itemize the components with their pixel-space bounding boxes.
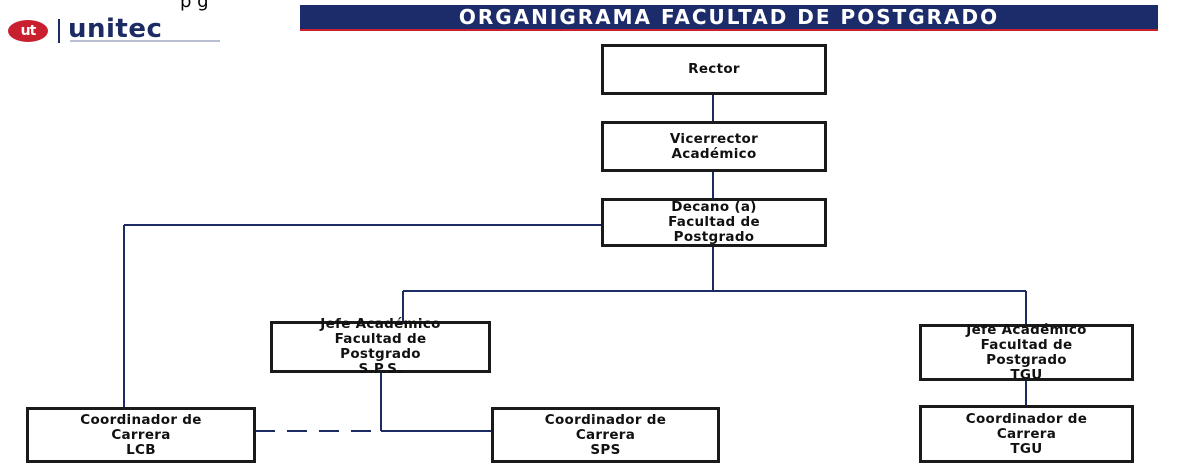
- node-coordinador-lcb: Coordinador de Carrera LCB: [26, 407, 256, 463]
- logo-tagline-strip: [70, 40, 220, 42]
- node-coordinador-sps: Coordinador de Carrera SPS: [491, 407, 720, 463]
- logo-separator: [58, 19, 60, 43]
- page-title: ORGANIGRAMA FACULTAD DE POSTGRADO: [300, 5, 1158, 31]
- node-vicerrector: Vicerrector Académico: [601, 121, 827, 172]
- logo-mark-icon: ut: [8, 20, 48, 42]
- node-jefe-tgu: Jefe Académico Facultad de Postgrado TGU: [919, 322, 1134, 382]
- clipped-top-text: p g: [180, 0, 209, 12]
- unitec-logo: ut unitec: [8, 14, 163, 45]
- logo-wordmark: unitec: [68, 14, 163, 44]
- node-decano: Decano (a) Facultad de Postgrado: [601, 198, 827, 247]
- node-rector: Rector: [601, 44, 827, 95]
- node-jefe-sps: Jefe Académico Facultad de Postgrado S.P…: [270, 317, 491, 377]
- node-coordinador-tgu: Coordinador de Carrera TGU: [919, 405, 1134, 463]
